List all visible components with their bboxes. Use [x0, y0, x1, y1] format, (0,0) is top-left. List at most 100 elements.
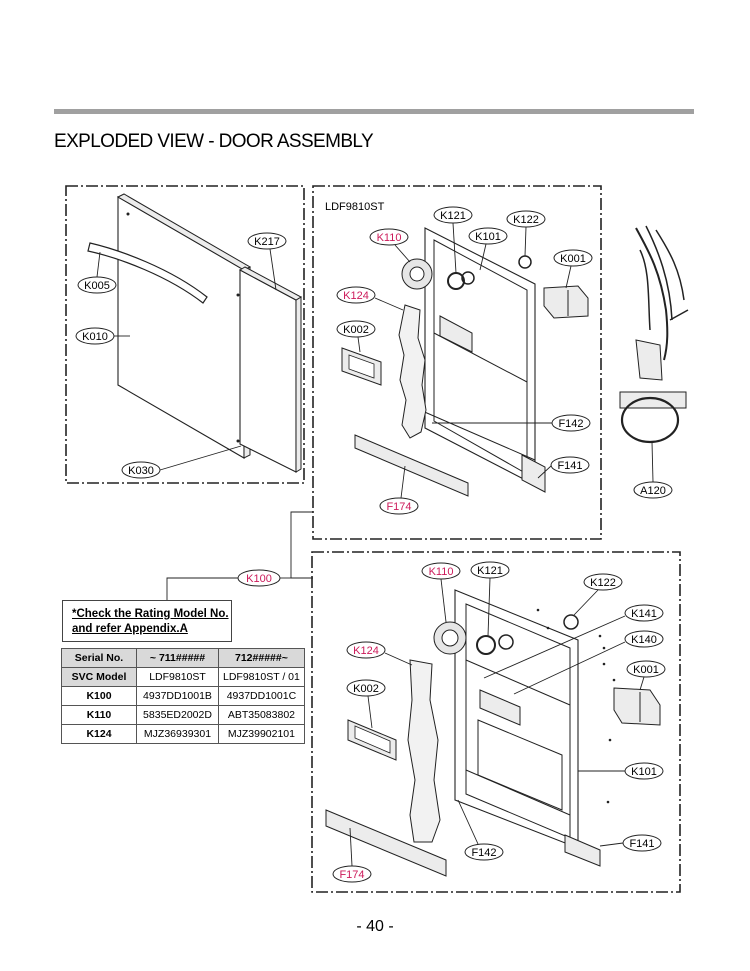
wire-harness-a120	[619, 225, 689, 444]
svg-text:A120: A120	[640, 485, 666, 497]
note-line-2: and refer Appendix.A	[72, 623, 188, 635]
outer-door-panel	[116, 193, 252, 459]
table-cell: ABT35083802	[218, 705, 305, 725]
label-f174-lower: F174	[332, 865, 372, 883]
table-cell: LDF9810ST / 01	[218, 667, 305, 687]
table-row: K100 4937DD1001B 4937DD1001C	[61, 686, 305, 706]
svg-text:K122: K122	[513, 214, 539, 226]
lower-screws	[536, 608, 616, 804]
label-k110-upper: K110	[369, 228, 409, 246]
svg-text:K101: K101	[631, 766, 657, 778]
upper-cap-k122	[518, 255, 532, 269]
upper-gasket-k124	[398, 304, 427, 439]
lower-detergent-dispenser	[433, 621, 467, 655]
label-k002-upper: K002	[336, 320, 376, 338]
page-title: EXPLODED VIEW - DOOR ASSEMBLY	[54, 131, 374, 152]
table-cell: 5835ED2002D	[136, 705, 219, 725]
svg-text:K121: K121	[440, 210, 466, 222]
svg-text:F142: F142	[471, 847, 496, 859]
note-leader	[166, 577, 240, 600]
table-header-cell: ~ 711#####	[136, 648, 219, 668]
label-f141-upper: F141	[550, 456, 590, 474]
table-header-cell: Serial No.	[61, 648, 137, 668]
upper-module-k001	[543, 285, 589, 319]
label-k124-lower: K124	[346, 641, 386, 659]
table-header-row: Serial No. ~ 711##### 712#####~	[61, 648, 305, 668]
label-k101-lower: K101	[624, 762, 664, 780]
door-inner-panel	[238, 266, 303, 473]
lower-cap-k122	[563, 614, 579, 630]
svg-text:F141: F141	[629, 838, 654, 850]
svg-text:K140: K140	[631, 634, 657, 646]
label-k121-lower: K121	[470, 561, 510, 579]
table-cell: K100	[61, 686, 137, 706]
model-label: LDF9810ST	[325, 201, 385, 213]
svg-text:K001: K001	[633, 664, 659, 676]
svg-text:K124: K124	[353, 645, 379, 657]
table-cell: MJZ39902101	[218, 724, 305, 744]
lower-gasket-k124	[407, 659, 441, 843]
svg-text:K100: K100	[246, 573, 272, 585]
label-k010: K010	[75, 327, 115, 345]
svg-text:K110: K110	[429, 566, 454, 578]
rating-model-note: *Check the Rating Model No. and refer Ap…	[62, 600, 232, 642]
label-f142-lower: F142	[464, 843, 504, 861]
note-line-1: *Check the Rating Model No.	[72, 608, 229, 620]
upper-detergent-dispenser	[401, 258, 433, 290]
label-k005: K005	[77, 276, 117, 294]
frame-outer-door	[65, 185, 305, 484]
label-f142-upper: F142	[551, 414, 591, 432]
label-f174-upper: F174	[379, 497, 419, 515]
table-header-cell: 712#####~	[218, 648, 305, 668]
svg-text:F174: F174	[339, 869, 364, 881]
k100-connector	[290, 511, 313, 579]
label-k217: K217	[247, 232, 287, 250]
svg-text:F174: F174	[386, 501, 411, 513]
lower-inner-door	[454, 589, 601, 867]
lower-bracket-k002	[347, 719, 397, 761]
label-k101-upper: K101	[468, 227, 508, 245]
svg-text:K010: K010	[82, 331, 108, 343]
label-a120: A120	[633, 481, 673, 499]
table-cell: K110	[61, 705, 137, 725]
label-k124-upper: K124	[336, 286, 376, 304]
label-k122-upper: K122	[506, 210, 546, 228]
label-k001-lower: K001	[626, 660, 666, 678]
table-row: K124 MJZ36939301 MJZ39902101	[61, 724, 305, 744]
table-cell: LDF9810ST	[136, 667, 219, 687]
label-k141-lower: K141	[624, 604, 664, 622]
svg-text:K001: K001	[560, 253, 586, 265]
label-k030: K030	[121, 461, 161, 479]
door-handle	[87, 242, 208, 304]
svg-text:K002: K002	[343, 324, 369, 336]
table-cell: 4937DD1001C	[218, 686, 305, 706]
table-cell: SVC Model	[61, 667, 137, 687]
table-cell: MJZ36939301	[136, 724, 219, 744]
svg-text:K002: K002	[353, 683, 379, 695]
table-row: SVC Model LDF9810ST LDF9810ST / 01	[61, 667, 305, 687]
frame-upper-inner-door	[312, 185, 602, 540]
upper-bracket-k002	[341, 347, 382, 386]
label-k100: K100	[237, 569, 281, 587]
table-row: K110 5835ED2002D ABT35083802	[61, 705, 305, 725]
svg-text:K121: K121	[477, 565, 503, 577]
svg-text:F142: F142	[558, 418, 583, 430]
upper-strip-f174	[354, 434, 469, 497]
frame-lower-inner-door	[311, 551, 681, 893]
lower-strip-f174	[325, 809, 447, 877]
svg-text:K141: K141	[631, 608, 657, 620]
table-cell: K124	[61, 724, 137, 744]
svg-text:K030: K030	[128, 465, 154, 477]
table-cell: 4937DD1001B	[136, 686, 219, 706]
label-f141-lower: F141	[622, 834, 662, 852]
label-k002-lower: K002	[346, 679, 386, 697]
svg-text:F141: F141	[557, 460, 582, 472]
label-k140-lower: K140	[624, 630, 664, 648]
svg-text:K101: K101	[475, 231, 501, 243]
header-rule	[54, 109, 694, 114]
svg-text:K005: K005	[84, 280, 110, 292]
svg-text:K122: K122	[590, 577, 616, 589]
lower-module-k001	[613, 687, 661, 726]
serial-number-table: Serial No. ~ 711##### 712#####~ SVC Mode…	[61, 648, 305, 744]
